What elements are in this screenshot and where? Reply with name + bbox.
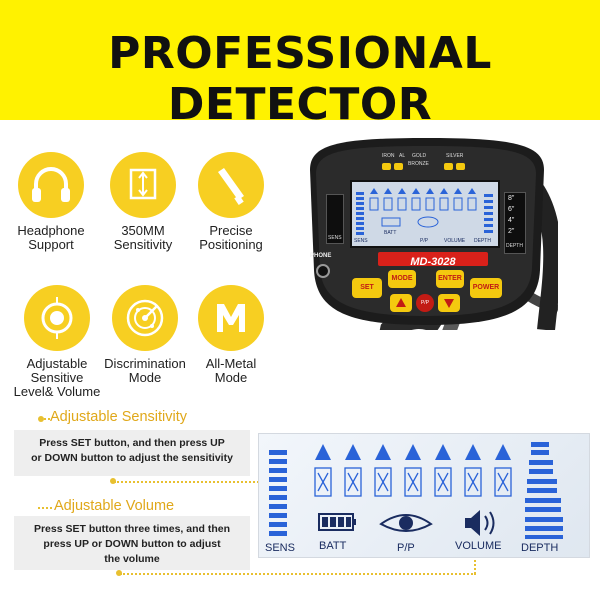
feature-label: Precise Positioning <box>199 223 263 252</box>
feature-discrimination: Discrimination Mode <box>90 285 200 385</box>
phone-label: PHONE <box>310 253 332 259</box>
connector-line <box>40 418 50 420</box>
up-button[interactable] <box>390 294 412 312</box>
lcd-label-depth: DEPTH <box>521 542 559 554</box>
sens-panel-label: SENS <box>328 235 342 241</box>
device-lcd-label-volume: VOLUME <box>444 238 466 244</box>
feature-label: Adjustable Sensitive Level& Volume <box>13 356 101 399</box>
headphone-icon <box>18 152 84 218</box>
mode-leds <box>380 159 480 173</box>
feature-label: Headphone Support <box>17 223 85 252</box>
feature-label: 350MM Sensitivity <box>113 223 173 252</box>
set-button[interactable]: SET <box>352 278 382 298</box>
depth-panel-label: DEPTH <box>506 243 523 249</box>
connector-line <box>38 507 52 509</box>
depth-mark-8: 8" <box>508 195 515 202</box>
feature-adjustable: Adjustable Sensitive Level& Volume <box>2 285 112 399</box>
device-label-bronze: BRONZE <box>408 161 429 167</box>
volume-instructions: Press SET button three times, and then p… <box>14 516 250 570</box>
device-lcd: SENS BATT P/P VOLUME DEPTH <box>350 180 500 248</box>
device-label-al: AL <box>399 153 406 159</box>
feature-all-metal: All-Metal Mode <box>176 285 286 385</box>
mode-button[interactable]: MODE <box>388 270 416 288</box>
volume-title: Adjustable Volume <box>54 498 175 514</box>
model-name: MD-3028 <box>410 256 456 268</box>
detector-control-box: IRON AL GOLD BRONZE SILVER SENS BATT P/P… <box>296 130 562 383</box>
title-banner: PROFESSIONAL DETECTOR <box>0 0 600 130</box>
depth-mark-2: 2" <box>508 228 515 235</box>
lcd-label-volume: VOLUME <box>455 540 502 552</box>
depth-mark-6: 6" <box>508 206 515 213</box>
headphone-jack <box>316 264 330 278</box>
lcd-label-sens: SENS <box>265 542 295 554</box>
connector-line <box>120 573 476 575</box>
down-button[interactable] <box>438 294 460 312</box>
device-label-gold: GOLD <box>412 153 427 159</box>
connector-dot <box>110 478 116 484</box>
pinpoint-icon <box>198 152 264 218</box>
device-lcd-label-depth: DEPTH <box>474 238 491 244</box>
eye-icon <box>379 514 433 532</box>
sensitivity-title: Adjustable Sensitivity <box>50 409 188 425</box>
sens-bars <box>269 450 287 536</box>
connector-line <box>114 481 274 483</box>
sens-panel: SENS <box>326 194 344 244</box>
sensitivity-instructions: Press SET button, and then press UP or D… <box>14 430 250 476</box>
connector-dot <box>116 570 122 576</box>
device-lcd-label-sens: SENS <box>354 238 368 244</box>
feature-headphone: Headphone Support <box>0 152 106 252</box>
depth-icon <box>110 152 176 218</box>
battery-icon <box>318 513 356 531</box>
feature-positioning: Precise Positioning <box>176 152 286 252</box>
feature-label: Discrimination Mode <box>104 356 186 385</box>
target-icon <box>24 285 90 351</box>
feature-label: All-Metal Mode <box>205 356 257 385</box>
device-lcd-label-pp: P/P <box>420 238 429 244</box>
lcd-label-batt: BATT <box>319 540 347 552</box>
power-button[interactable]: POWER <box>470 278 502 298</box>
radar-icon <box>112 285 178 351</box>
device-label-silver: SILVER <box>446 153 464 159</box>
depth-panel: 8" 6" 4" 2" DEPTH <box>504 192 526 254</box>
pp-button[interactable]: P/P <box>416 294 434 312</box>
letter-m-icon <box>198 285 264 351</box>
model-band: MD-3028 <box>378 252 488 268</box>
device-lcd-label-batt: BATT <box>384 230 397 236</box>
speaker-icon <box>465 510 495 536</box>
device-label-iron: IRON <box>382 153 395 159</box>
page-title: PROFESSIONAL DETECTOR <box>108 28 492 130</box>
feature-sensitivity: 350MM Sensitivity <box>88 152 198 252</box>
lcd-display: SENS BATT P/P VOLUME DEPTH <box>258 433 590 558</box>
connector-line <box>474 556 476 574</box>
depth-mark-4: 4" <box>508 217 515 224</box>
enter-button[interactable]: ENTER <box>436 270 464 288</box>
lcd-label-pp: P/P <box>397 542 415 554</box>
